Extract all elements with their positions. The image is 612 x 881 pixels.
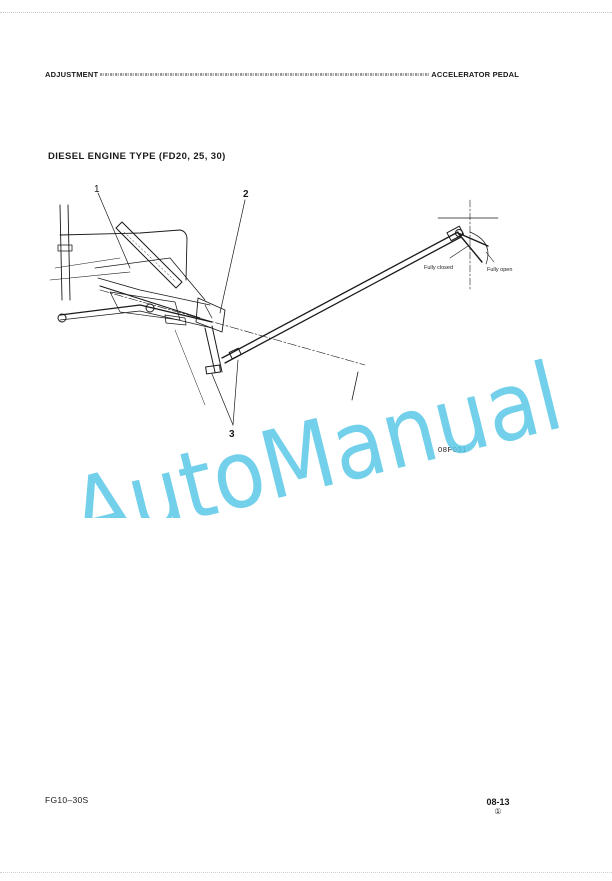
callout-2: 2 xyxy=(243,189,249,200)
revision-mark: ① xyxy=(494,807,502,816)
section-title: DIESEL ENGINE TYPE (FD20, 25, 30) xyxy=(48,151,226,162)
watermark: AutoManual xyxy=(61,343,572,518)
page-header: ADJUSTMENT ACCELERATOR PEDAL xyxy=(45,68,519,80)
fully-open-label: Fully open xyxy=(487,267,512,273)
callout-1: 1 xyxy=(94,184,100,195)
page-number: 08-13 xyxy=(486,797,510,807)
footer-model-code: FG10–30S xyxy=(45,795,89,805)
header-section-label: ADJUSTMENT xyxy=(45,69,99,79)
callout-3: 3 xyxy=(229,429,235,440)
bottom-edge-rule xyxy=(0,872,612,873)
top-edge-rule xyxy=(0,12,612,13)
watermark-text: AutoManual xyxy=(61,343,572,518)
header-leader-dots xyxy=(100,72,430,76)
footer-page-block: 08-13 ① xyxy=(478,797,518,817)
figure-code: 08F031 xyxy=(438,445,467,454)
header-topic-label: ACCELERATOR PEDAL xyxy=(431,69,519,79)
fully-closed-label: Fully closed xyxy=(424,265,453,271)
